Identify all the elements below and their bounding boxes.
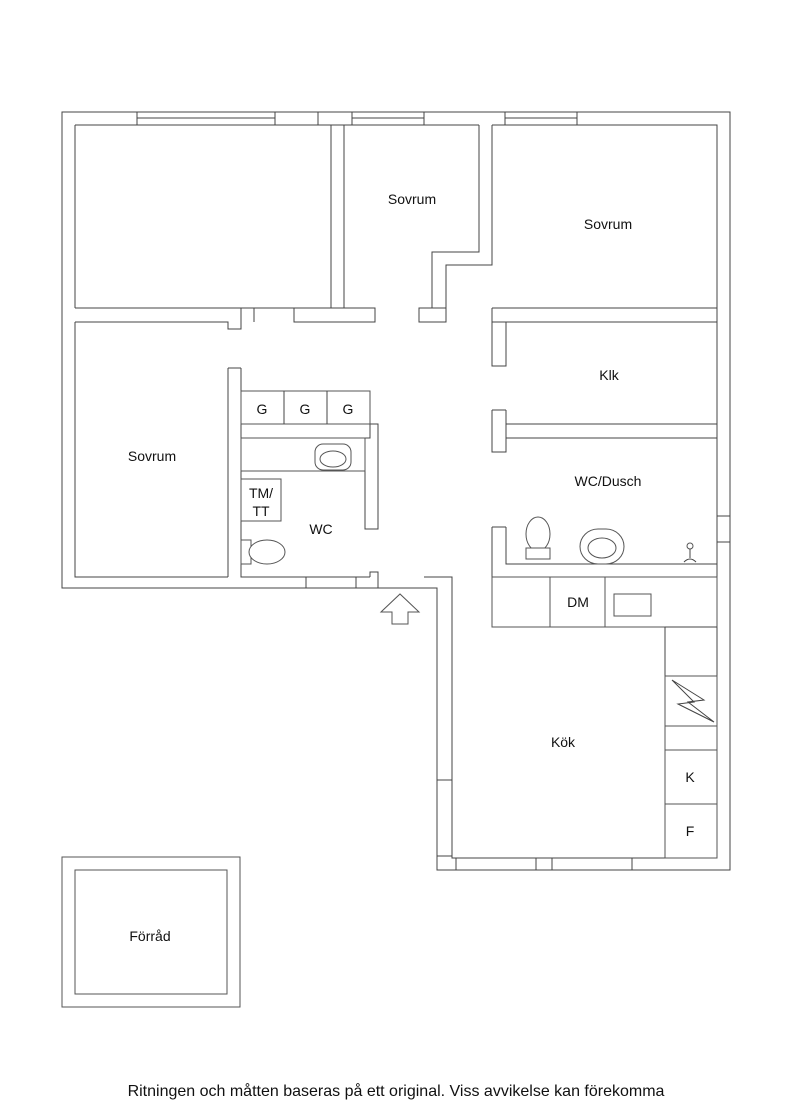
wardrobe-label-1: G <box>257 401 268 417</box>
room-label-klk: Klk <box>599 367 619 383</box>
dishwasher <box>549 576 606 628</box>
wardrobe-row <box>240 390 371 425</box>
stove-icon <box>671 679 715 723</box>
room-label-sovrum-left: Sovrum <box>128 448 176 464</box>
kitchen-fixtures <box>491 576 718 859</box>
storage-building <box>61 856 241 1008</box>
dishwasher-label: DM <box>567 594 589 610</box>
room-label-sovrum-top-right: Sovrum <box>584 216 632 232</box>
shower-icon <box>683 542 697 563</box>
fridge-label: K <box>685 769 695 785</box>
room-label-sovrum-top-mid: Sovrum <box>388 191 436 207</box>
wardrobe-label-2: G <box>300 401 311 417</box>
window-kitchen-left <box>436 779 453 857</box>
tm-tt-label-line2: TT <box>252 503 270 519</box>
window-wc <box>305 576 357 589</box>
interior-walls <box>75 112 717 588</box>
tm-tt-label-line1: TM/ <box>249 485 273 501</box>
bath-toilet-icon <box>525 516 551 560</box>
outer-walls <box>61 111 731 871</box>
tm-tt-unit <box>240 478 282 522</box>
kitchen-counter-left <box>491 576 551 628</box>
kitchen-cabinet <box>664 725 718 751</box>
room-label-kok: Kök <box>551 734 576 750</box>
wc-toilet-icon <box>240 539 286 565</box>
disclaimer-footer: Ritningen och måtten baseras på ett orig… <box>127 1083 665 1100</box>
freezer-label: F <box>686 823 695 839</box>
fridge <box>664 749 718 805</box>
wc-fixtures <box>240 437 366 565</box>
wardrobe-label-3: G <box>343 401 354 417</box>
window-bottom-1 <box>455 857 537 871</box>
window-bottom-2 <box>551 857 633 871</box>
window-right <box>716 515 731 543</box>
kitchen-sink-icon <box>613 593 652 617</box>
bath-fixtures <box>525 516 697 565</box>
room-label-forrad: Förråd <box>129 928 170 944</box>
room-label-wc-dusch: WC/Dusch <box>575 473 642 489</box>
entrance-arrow-icon <box>379 593 421 625</box>
room-label-wc: WC <box>309 521 332 537</box>
bath-sink-icon <box>579 528 625 565</box>
freezer <box>664 803 718 859</box>
